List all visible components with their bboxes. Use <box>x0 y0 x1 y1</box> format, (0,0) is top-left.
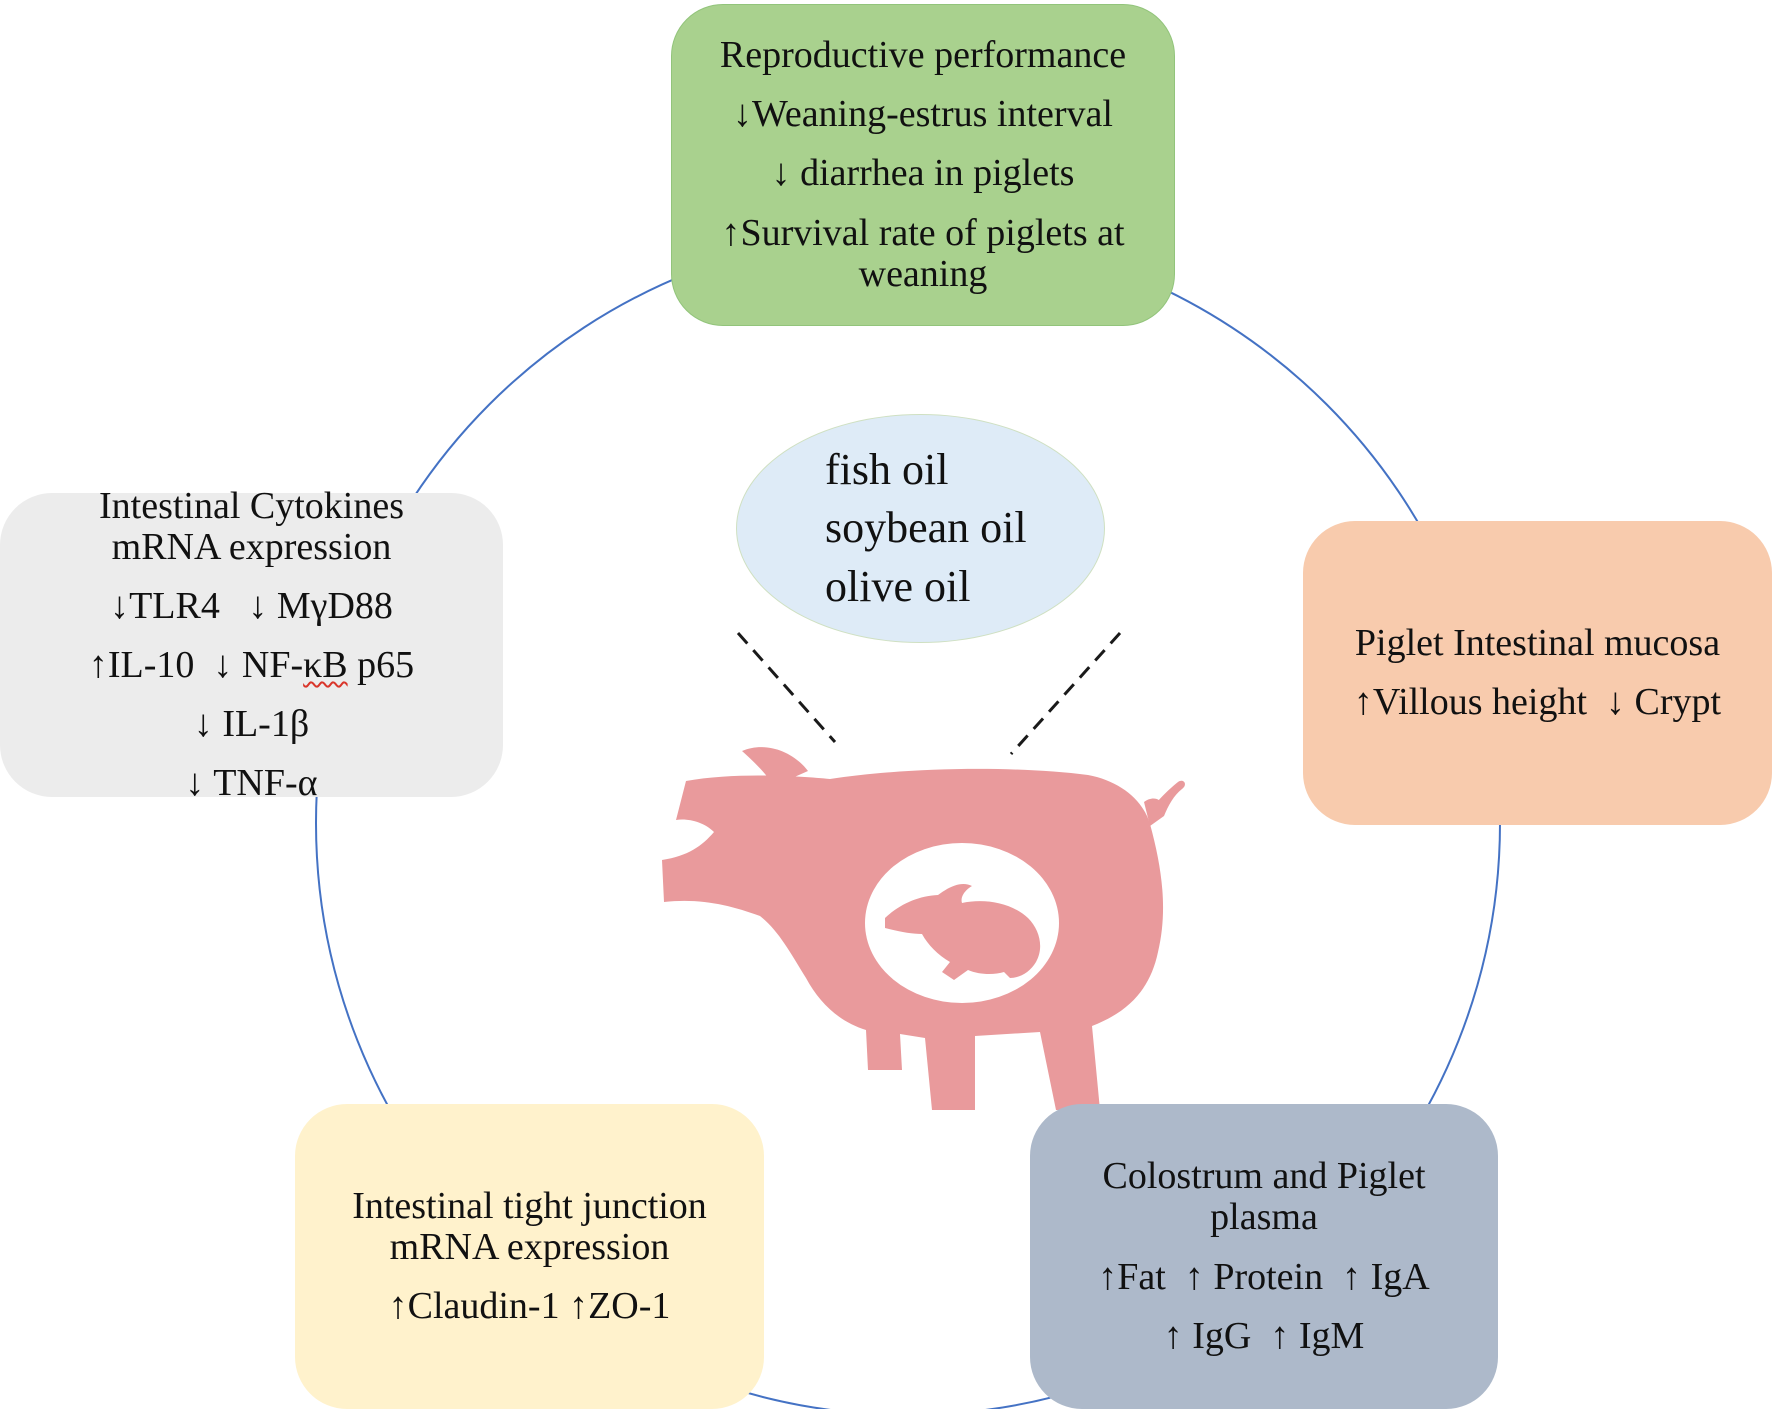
mucosa-title: Piglet Intestinal mucosa <box>1354 621 1721 664</box>
reproductive-item: ↑Survival rate of piglets at weaning <box>721 211 1125 295</box>
colostrum-plasma-box: Colostrum and Piglet plasma ↑Fat ↑ Prote… <box>1030 1104 1498 1409</box>
piglet-intestinal-mucosa-box: Piglet Intestinal mucosa ↑Villous height… <box>1303 521 1772 825</box>
oil-label: soybean oil <box>825 503 1027 553</box>
tight-junction-title: Intestinal tight junction mRNA expressio… <box>352 1184 707 1268</box>
colostrum-title: Colostrum and Piglet plasma <box>1102 1155 1426 1239</box>
intestinal-cytokines-box: Intestinal Cytokines mRNA expression ↓TL… <box>0 485 503 804</box>
reproductive-item: ↓ diarrhea in piglets <box>771 152 1075 195</box>
cytokines-row-suffix: p65 <box>347 644 415 686</box>
cytokines-row: ↓ IL-1β <box>193 703 310 746</box>
cytokines-title: Intestinal Cytokines mRNA expression <box>98 484 405 568</box>
dashed-connector-right <box>1009 631 1122 756</box>
cytokines-row: ↑IL-10 ↓ NF-κB p65 <box>88 644 415 686</box>
mucosa-item: ↑Villous height ↓ Crypt <box>1353 681 1722 723</box>
tight-junction-item: ↑Claudin-1 ↑ZO-1 <box>388 1285 671 1328</box>
dashed-connector-left <box>736 632 837 743</box>
colostrum-item: ↑Fat ↑ Protein ↑ IgA <box>1098 1255 1430 1298</box>
cytokines-row: ↓ TNF-α <box>185 762 318 805</box>
piglet-icon <box>885 884 1041 980</box>
intestinal-tight-junction-box: Intestinal tight junction mRNA expressio… <box>295 1104 764 1409</box>
colostrum-item: ↑ IgG ↑ IgM <box>1163 1314 1365 1357</box>
cytokines-row: ↓TLR4 ↓ MγD88 <box>110 584 393 627</box>
oil-label: fish oil <box>825 445 949 495</box>
reproductive-item: ↓Weaning-estrus interval <box>733 93 1113 136</box>
reproductive-title: Reproductive performance <box>719 34 1127 77</box>
reproductive-performance-box: Reproductive performance ↓Weaning-estrus… <box>671 4 1175 326</box>
dietary-oils-ellipse: fish oil soybean oil olive oil <box>736 414 1105 643</box>
oil-label: olive oil <box>825 561 971 611</box>
cytokines-row-prefix: ↑IL-10 ↓ NF- <box>88 644 304 686</box>
spellcheck-underlined-text: κB <box>303 644 348 686</box>
